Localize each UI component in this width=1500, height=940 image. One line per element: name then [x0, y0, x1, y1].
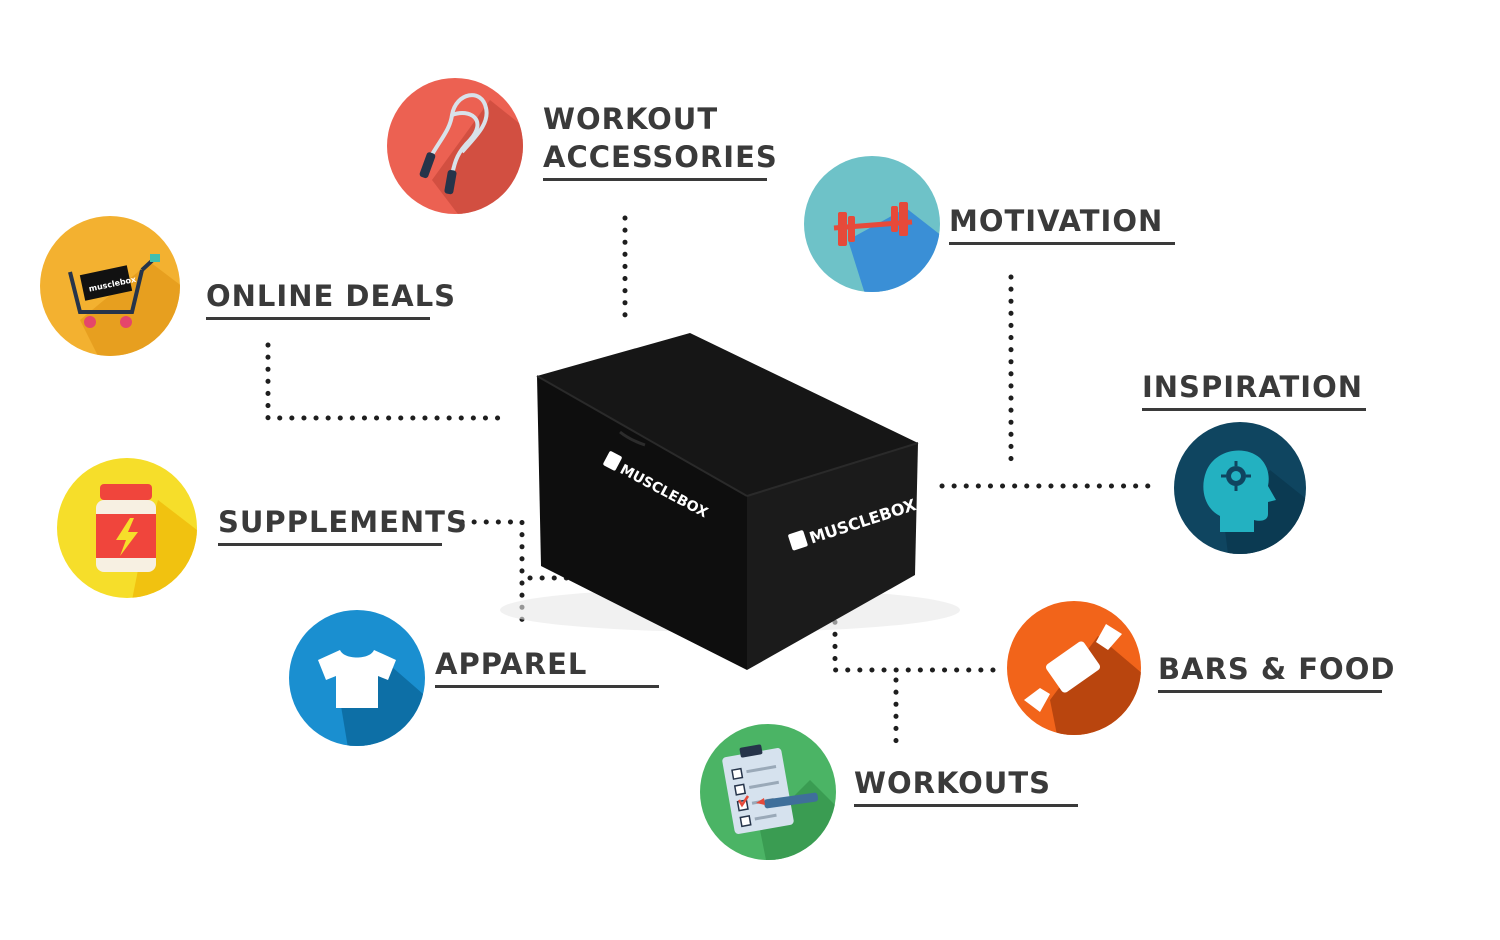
label-workout-accessories: WORKOUT ACCESSORIES: [543, 100, 778, 181]
label-workouts: WORKOUTS: [854, 764, 1078, 807]
label-inspiration: INSPIRATION: [1142, 368, 1366, 411]
barbell-icon: [804, 156, 940, 292]
clipboard-checklist-icon: [700, 724, 836, 860]
connector-supplements: [459, 519, 525, 623]
musclebox-box: MUSCLEBOX MUSCLEBOX: [500, 333, 960, 670]
tshirt-icon: [289, 610, 425, 746]
label-online-deals: ONLINE DEALS: [206, 277, 455, 320]
label-apparel: APPAREL: [435, 645, 659, 688]
label-supplements: SUPPLEMENTS: [218, 503, 467, 546]
label-bars-food: BARS & FOOD: [1158, 650, 1394, 693]
box-front-side: [747, 443, 918, 670]
label-workout-accessories-line2: ACCESSORIES: [543, 140, 778, 174]
label-workout-accessories-line1: WORKOUT: [543, 102, 719, 136]
label-motivation: MOTIVATION: [949, 202, 1175, 245]
head-gear-icon: [1174, 422, 1306, 554]
box-top: [537, 333, 918, 496]
jump-rope-icon: [387, 78, 523, 214]
supplement-jar-icon: [57, 458, 197, 598]
candy-bar-icon: [1007, 601, 1141, 735]
connector-online-deals: [265, 342, 508, 421]
box-left-side: [537, 376, 747, 670]
shopping-cart-icon: musclebox: [40, 216, 180, 356]
